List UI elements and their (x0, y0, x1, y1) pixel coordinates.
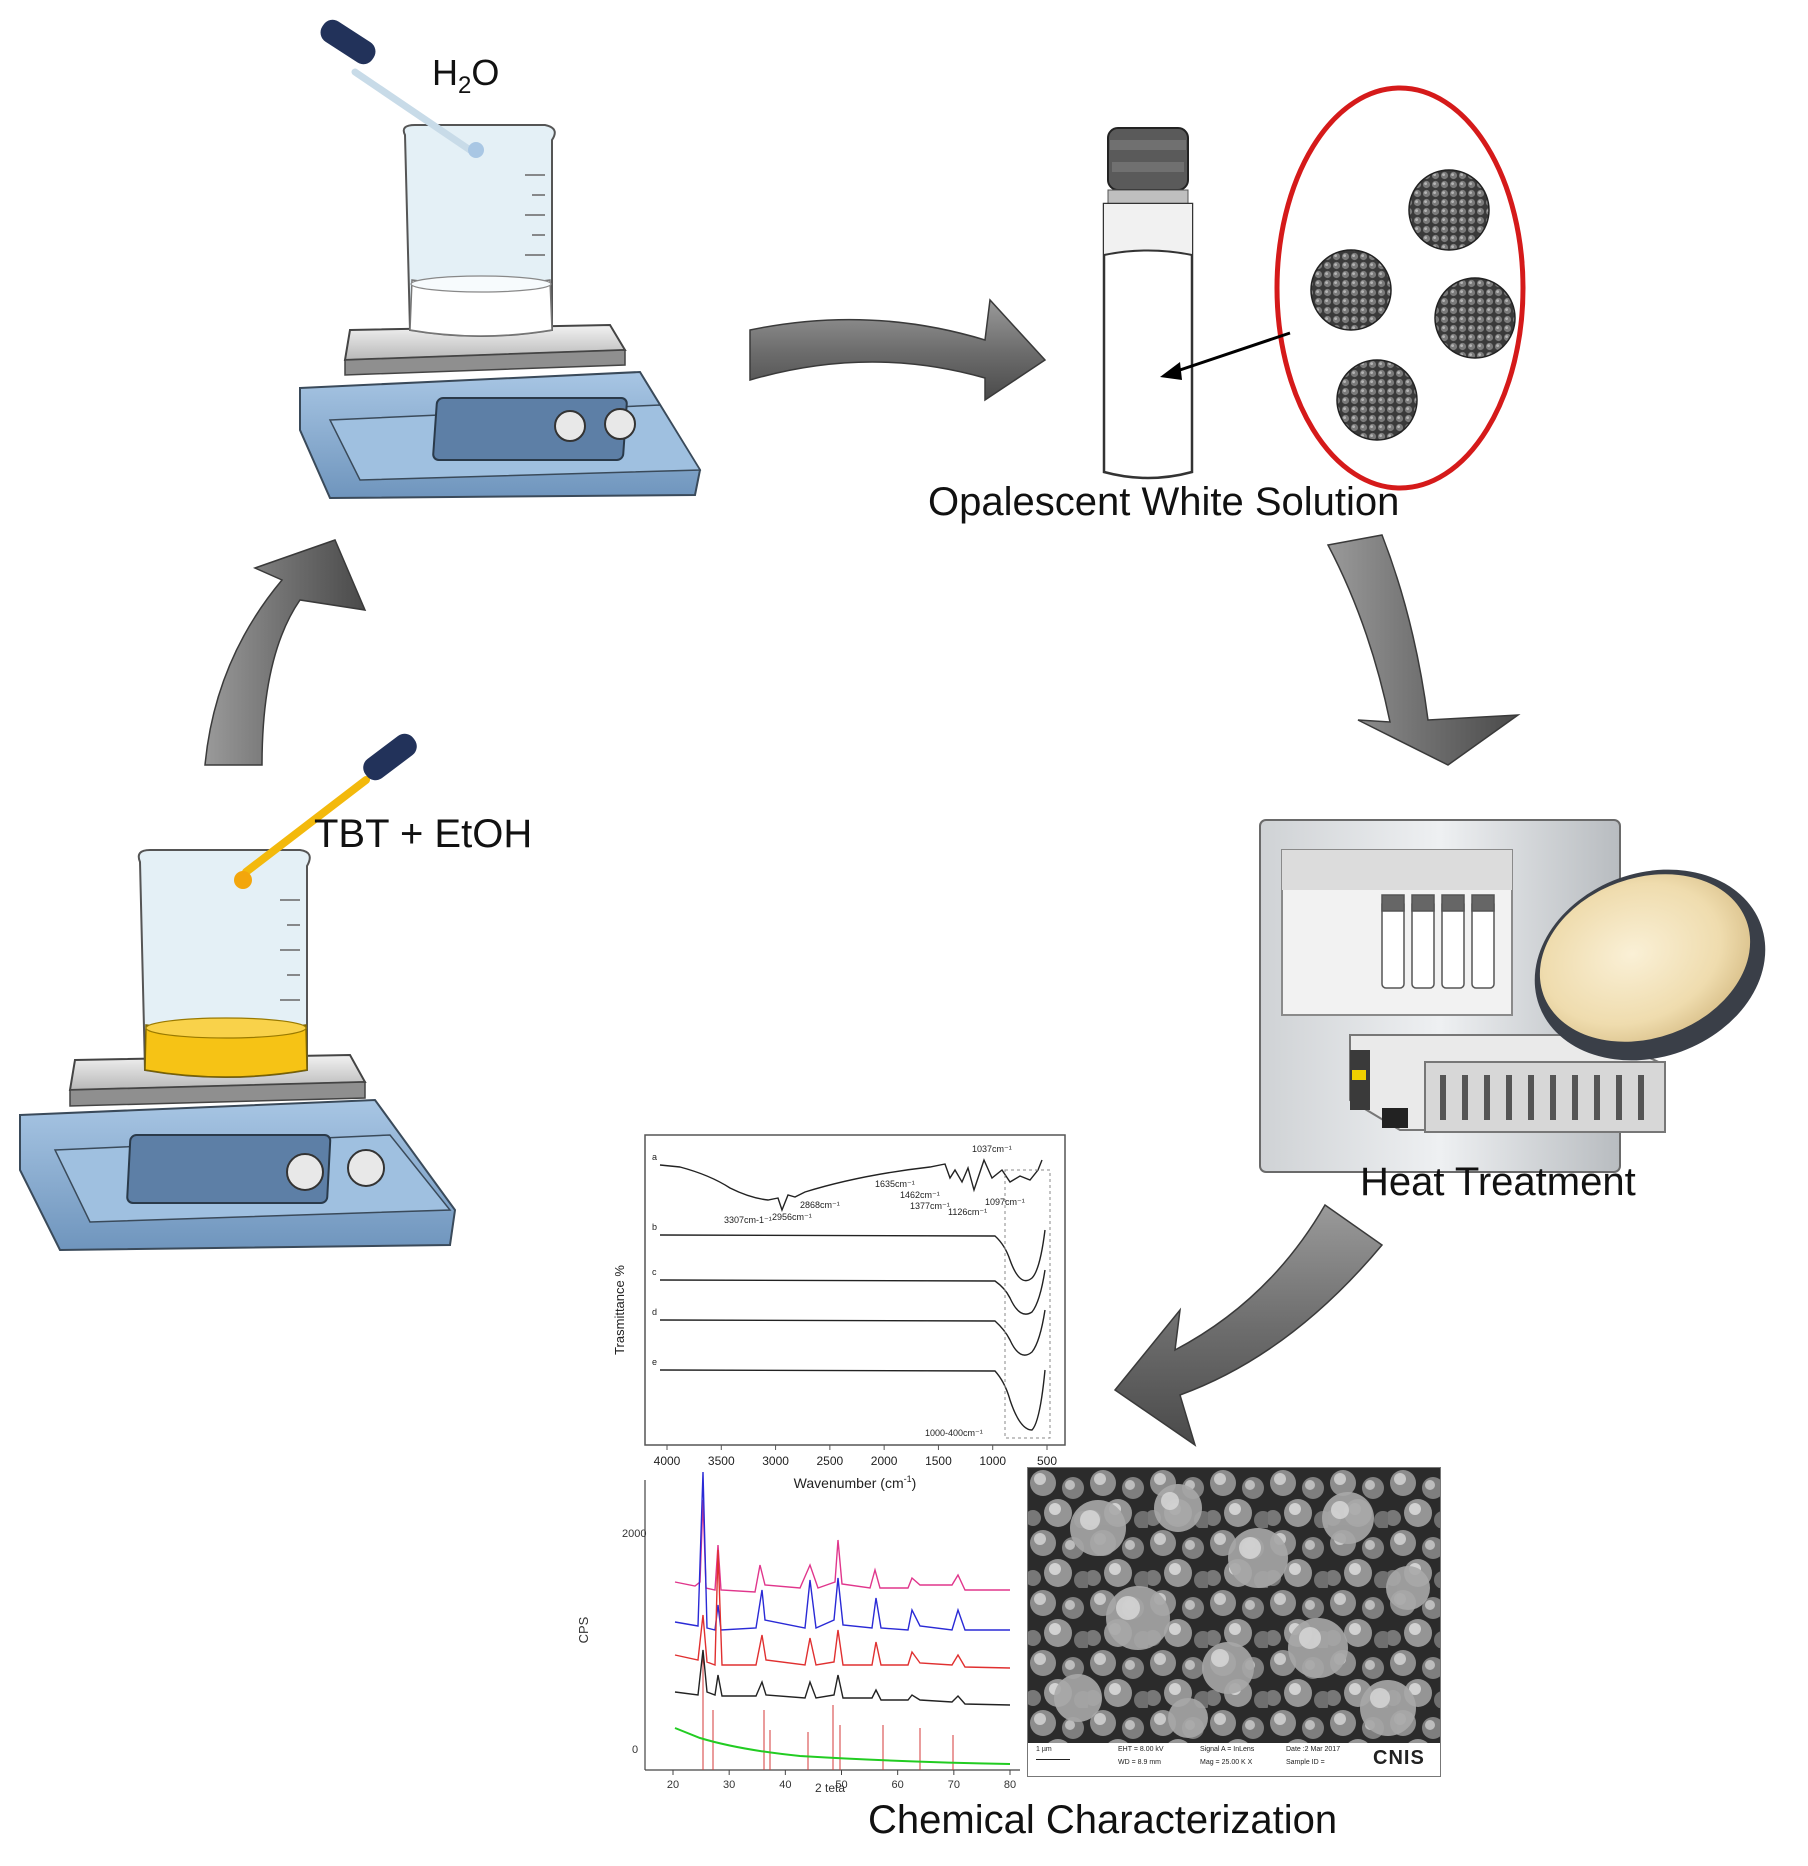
ftir-x-tick-3500: 3500 (708, 1454, 735, 1468)
xrd-trace-blue (674, 1471, 1010, 1631)
dropper-tbt-icon (234, 733, 417, 889)
ftir-trace-d (659, 1309, 1046, 1356)
ftir-plot-frame (644, 1134, 1066, 1446)
ftir-trace-b (659, 1229, 1046, 1282)
ftir-trace-a (659, 1158, 1043, 1213)
ftir-series-label-a: a (652, 1152, 657, 1162)
ftir-annot-1097: 1097cm⁻¹ (985, 1197, 1025, 1207)
ftir-x-label: Wavenumber (cm-1) (794, 1474, 917, 1491)
ftir-spectrum-chart: Trasmittance % 4000 3500 3000 2500 2000 1500 1… (612, 1134, 1066, 1491)
ftir-x-tick-2500: 2500 (817, 1454, 844, 1468)
stirrer-top-icon (299, 323, 702, 500)
xrd-x-ticks: 20 30 40 50 60 70 80 (667, 1770, 1016, 1791)
water-label: H2O (432, 52, 500, 100)
ftir-trace-c (659, 1269, 1046, 1315)
furnace-icon (1259, 819, 1666, 1173)
precursor-label: TBT + EtOH (314, 812, 533, 856)
sem-logo: CNIS (1373, 1747, 1425, 1769)
xrd-x-tick-80: 80 (1004, 1779, 1016, 1791)
xrd-y-tick-0: 0 (632, 1744, 638, 1756)
beaker-water-icon (402, 124, 556, 337)
ftir-series-label-b: b (652, 1222, 657, 1232)
ftir-x-tick-4000: 4000 (654, 1454, 681, 1468)
dropper-water-icon (320, 19, 484, 158)
arrow-to-water-icon (204, 539, 367, 766)
ftir-x-ticks: 4000 3500 3000 2500 2000 1500 1000 500 (654, 1445, 1057, 1468)
powder-dish-icon (1534, 869, 1766, 1061)
ftir-annot-1000-400: 1000-400cm⁻¹ (925, 1428, 983, 1438)
ftir-x-tick-1000: 1000 (979, 1454, 1006, 1468)
characterization-label: Chemical Characterization (868, 1798, 1338, 1842)
ftir-annot-1037: 1037cm⁻¹ (972, 1144, 1012, 1154)
solution-label: Opalescent White Solution (928, 480, 1400, 524)
sem-info-sample: Sample ID = (1286, 1759, 1325, 1766)
xrd-trace-green (674, 1727, 1011, 1765)
xrd-pattern-chart: CPS 2000 0 20 30 40 50 60 70 80 2 teta (576, 1471, 1020, 1795)
beaker-tbt-icon (137, 849, 311, 1078)
xrd-x-tick-20: 20 (667, 1779, 679, 1791)
sem-scale-label: 1 µm (1036, 1746, 1052, 1753)
xrd-x-tick-70: 70 (948, 1779, 960, 1791)
xrd-x-tick-60: 60 (892, 1779, 904, 1791)
ftir-series-label-e: e (652, 1357, 657, 1367)
sem-micrograph: 1 µm EHT = 8.00 kV WD = 8.9 mm Signal A … (1027, 1467, 1441, 1777)
ftir-annot-2956: 2956cm⁻¹ (772, 1212, 812, 1222)
ftir-x-tick-3000: 3000 (762, 1454, 789, 1468)
arrow-to-solution-icon (749, 298, 1047, 402)
ftir-series-label-c: c (652, 1267, 657, 1277)
ftir-annot-1635: 1635cm⁻¹ (875, 1179, 915, 1189)
sem-info-bar: 1 µm EHT = 8.00 kV WD = 8.9 mm Signal A … (1028, 1743, 1440, 1776)
heat-treatment-label: Heat Treatment (1360, 1160, 1636, 1204)
ftir-annot-3307: 3307cm-1⁻¹ (724, 1215, 772, 1225)
sem-info-wd: WD = 8.9 mm (1118, 1759, 1161, 1766)
ftir-x-tick-500: 500 (1037, 1454, 1057, 1468)
stirrer-bottom-icon (19, 1053, 457, 1252)
xrd-trace-red (674, 1549, 1011, 1669)
xrd-x-tick-40: 40 (779, 1779, 791, 1791)
sem-info-eht: EHT = 8.00 kV (1118, 1746, 1164, 1753)
sem-image-icon (1028, 1468, 1440, 1743)
arrow-to-characterization-icon (1113, 1203, 1384, 1447)
ftir-series-label-d: d (652, 1307, 657, 1317)
xrd-trace-black (674, 1649, 1011, 1706)
ftir-annot-1126: 1126cm⁻¹ (948, 1207, 987, 1217)
xrd-x-label: 2 teta (815, 1781, 845, 1795)
arrow-to-heat-icon (1326, 534, 1521, 766)
ftir-x-tick-2000: 2000 (871, 1454, 898, 1468)
vial-icon (1102, 127, 1194, 480)
sem-info-date: Date :2 Mar 2017 (1286, 1746, 1341, 1753)
ftir-annot-1462: 1462cm⁻¹ (900, 1190, 940, 1200)
ftir-x-tick-1500: 1500 (925, 1454, 952, 1468)
ftir-annot-2868: 2868cm⁻¹ (800, 1200, 840, 1210)
xrd-x-tick-30: 30 (723, 1779, 735, 1791)
ftir-y-label: Trasmittance % (612, 1265, 627, 1355)
xrd-y-tick-2000: 2000 (622, 1528, 646, 1540)
ftir-trace-e (659, 1369, 1046, 1431)
ftir-annot-1377: 1377cm⁻¹ (910, 1201, 950, 1211)
sem-info-mag: Mag = 25.00 K X (1200, 1759, 1253, 1766)
xrd-trace-pink (674, 1499, 1010, 1593)
zoom-pointer-icon (1160, 331, 1291, 380)
sem-info-signal: Signal A = InLens (1200, 1746, 1255, 1753)
xrd-y-label: CPS (576, 1616, 591, 1643)
xrd-x-tick-50: 50 (835, 1779, 847, 1791)
magnified-nanoparticles-icon (1274, 85, 1526, 491)
